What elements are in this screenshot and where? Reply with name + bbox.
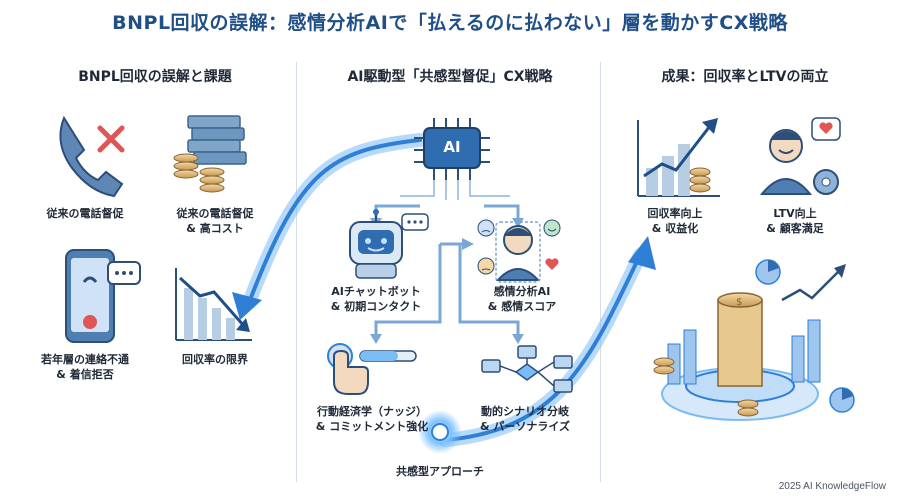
label-recovery-limit: 回収率の限界 — [182, 353, 248, 366]
ai-chip-label: AI — [443, 138, 461, 156]
sad-face-icon — [477, 219, 495, 237]
heart-bubble-icon — [811, 117, 841, 141]
empathy-orb — [431, 423, 449, 441]
section-heading-center: AI駆動型「共感型督促」CX戦略 — [347, 69, 553, 85]
phone-handset-icon — [59, 115, 124, 198]
declining-chart-icon — [175, 268, 252, 341]
data-platform-illustration: $ — [653, 259, 855, 421]
label-ai-chatbot: AIチャットボット & 初期コンタクト — [330, 285, 422, 313]
flow-stream-left-core — [248, 138, 422, 302]
loop-arrowhead — [462, 238, 474, 250]
page-title: BNPL回収の誤解：感情分析AIで「払えるのに払わない」層を動かすCX戦略 — [112, 12, 788, 34]
happy-face-icon — [543, 219, 561, 237]
label-sentiment-ai: 感情分析AI & 感情スコア — [487, 285, 557, 313]
cross-icon — [97, 125, 125, 153]
pointing-hand-icon — [327, 343, 369, 395]
branch-arrowhead-right — [512, 218, 524, 228]
nudge-arrowhead — [370, 334, 382, 344]
divider-right — [600, 62, 601, 482]
coin-stack-icon — [173, 153, 225, 193]
divider-left — [296, 62, 297, 482]
satisfied-person-icon — [759, 129, 813, 195]
coin-stack-icon — [689, 167, 711, 193]
label-unreachable: 若年層の連絡不通 & 着信拒否 — [41, 353, 129, 381]
label-nudge: 行動経済学（ナッジ） & コミットメント強化 — [315, 405, 429, 433]
branch-arrows — [374, 204, 520, 220]
circuit-lines — [400, 180, 510, 200]
scenario-arrowhead — [512, 334, 524, 344]
flowchart-icon — [481, 345, 573, 393]
gear-icon — [813, 169, 839, 195]
heart-icon — [545, 258, 559, 270]
section-heading-right: 成果：回収率とLTVの両立 — [661, 69, 829, 85]
label-high-cost: 従来の電話督促 & 高コスト — [176, 207, 254, 235]
flow-arrowhead-left — [232, 292, 262, 320]
person-icon — [495, 221, 541, 283]
label-phone-dunning: 従来の電話督促 — [46, 207, 124, 220]
footer-credit: 2025 AI KnowledgeFlow — [778, 481, 886, 492]
ai-chip-icon — [414, 118, 490, 180]
label-ltv-up: LTV向上 & 顧客満足 — [766, 207, 824, 235]
section-heading-left: BNPL回収の誤解と課題 — [78, 69, 232, 85]
flow-arrowhead-right — [628, 236, 656, 270]
label-dynamic-scenario: 動的シナリオ分岐 & パーソナライズ — [479, 405, 571, 433]
growth-chart-icon — [637, 118, 720, 197]
smartphone-icon — [65, 249, 115, 343]
money-stack-icon — [187, 115, 247, 165]
chat-bubble-icon — [107, 261, 141, 285]
robot-icon — [349, 209, 403, 279]
typing-bubble-icon — [401, 213, 429, 231]
label-recovery-up: 回収率向上 & 収益化 — [647, 207, 703, 235]
svg-text:$: $ — [736, 297, 742, 308]
progress-bar — [359, 350, 417, 362]
label-empathy-approach: 共感型アプローチ — [396, 465, 484, 478]
worried-face-icon — [477, 257, 495, 275]
